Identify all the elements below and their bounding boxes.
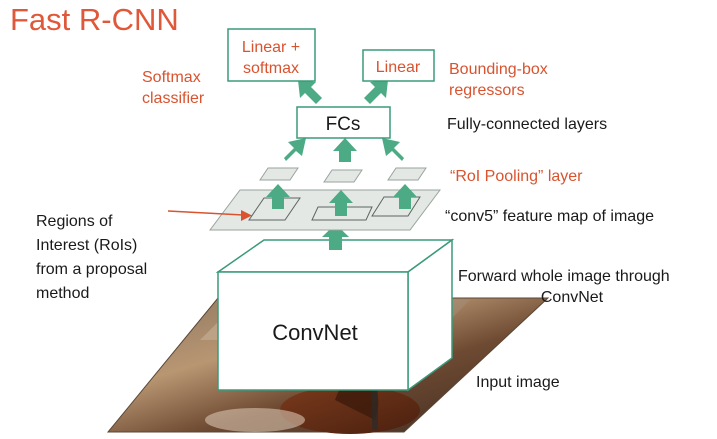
regions-label-line2: Interest (RoIs) xyxy=(36,237,137,254)
regions-label-line1: Regions of xyxy=(36,213,113,230)
linear-box xyxy=(362,49,435,82)
roi-pooling-label: “RoI Pooling” layer xyxy=(450,168,583,185)
softmax-classifier-line2: classifier xyxy=(142,90,205,107)
convnet-label: ConvNet xyxy=(272,320,358,345)
roi-pooling-layer xyxy=(259,167,427,183)
bbox-regressors-line1: Bounding-box xyxy=(449,61,548,78)
linear-softmax-box xyxy=(227,28,316,82)
fully-connected-label: Fully-connected layers xyxy=(447,116,607,133)
arrows-fcs-to-outputs xyxy=(298,80,388,104)
input-image-label: Input image xyxy=(476,374,560,391)
linear-softmax-label-line2: softmax xyxy=(243,60,299,77)
feature-map-label: “conv5” feature map of image xyxy=(445,208,654,225)
forward-label-line2: ConvNet xyxy=(541,289,604,306)
slide-title: Fast R-CNN xyxy=(10,2,179,37)
conv5-feature-map xyxy=(209,189,441,231)
roi-pointer-arrow xyxy=(167,210,252,221)
arrows-roi-to-pooling xyxy=(266,184,417,216)
convnet-block xyxy=(215,238,455,392)
fcs-box xyxy=(296,106,391,139)
regions-label-line4: method xyxy=(36,285,89,302)
fcs-label: FCs xyxy=(326,114,361,135)
arrows-pooling-to-fcs xyxy=(284,138,404,162)
linear-softmax-label-line1: Linear + xyxy=(242,39,300,56)
regions-label-line3: from a proposal xyxy=(36,261,147,278)
linear-label: Linear xyxy=(376,59,421,76)
bbox-regressors-line2: regressors xyxy=(449,82,525,99)
forward-label-line1: Forward whole image through xyxy=(458,268,670,285)
softmax-classifier-line1: Softmax xyxy=(142,69,201,86)
